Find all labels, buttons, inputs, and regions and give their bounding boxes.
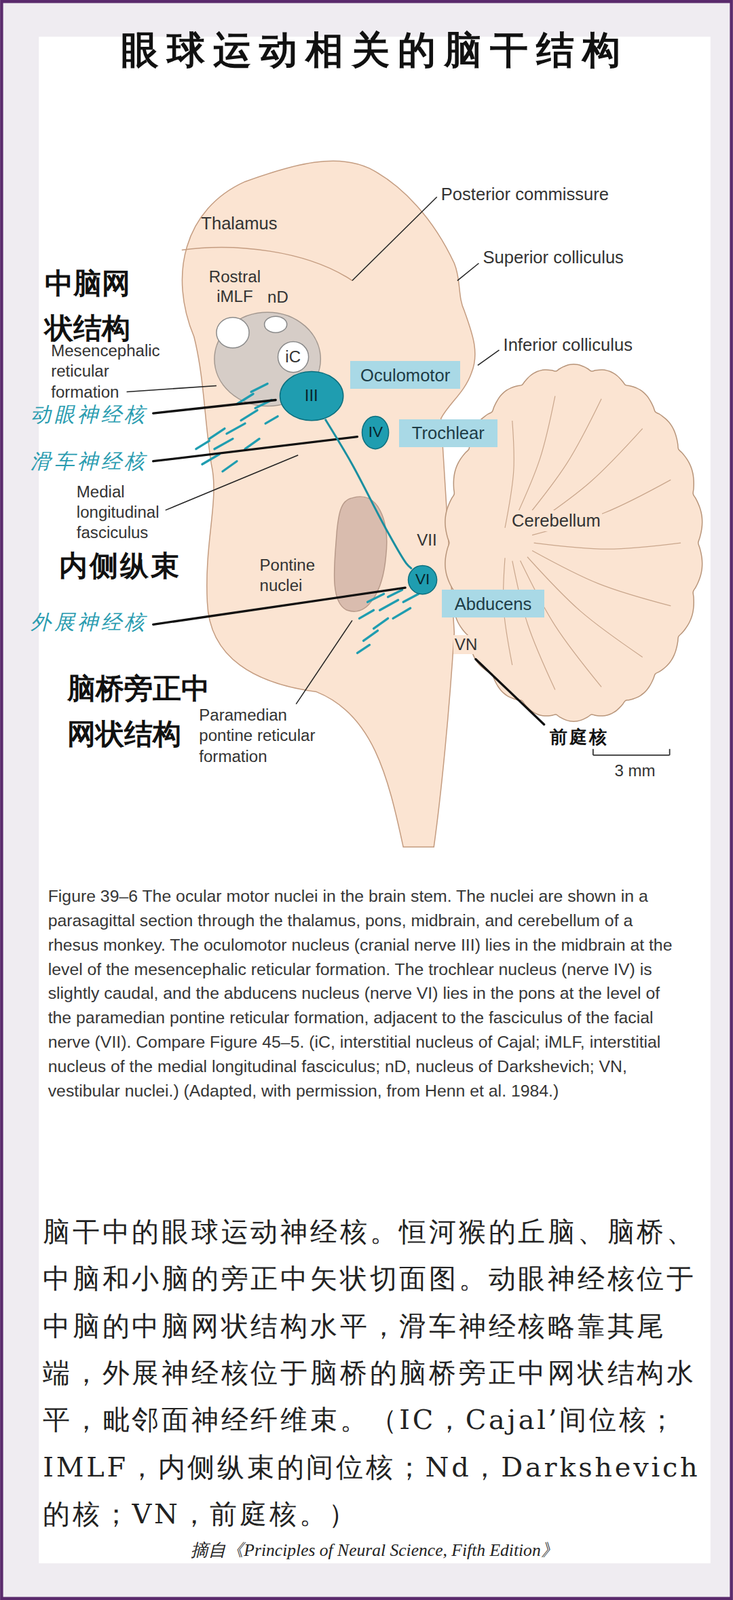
region-label: Paramedian pontine reticular formation xyxy=(198,705,327,767)
fiber xyxy=(196,441,210,450)
imlf-nucleus xyxy=(216,317,250,349)
chinese-label: 滑车神经核 xyxy=(30,449,148,474)
thin-leader-lines xyxy=(126,196,500,704)
leader-lines xyxy=(153,400,545,725)
leader-line xyxy=(165,455,298,511)
leader-line xyxy=(352,196,438,281)
scale-tick xyxy=(592,749,594,756)
name-box: Abducens xyxy=(441,589,544,618)
node-outline xyxy=(408,565,438,594)
fiber xyxy=(359,610,374,619)
figure-caption: Figure 39–6 The ocular motor nuclei in t… xyxy=(48,884,686,1105)
node-text: iC xyxy=(285,348,301,366)
region-label: Superior colliculus xyxy=(482,247,624,269)
brainstem-outline xyxy=(181,160,475,848)
leader-line xyxy=(477,350,500,366)
thalamus-boundary xyxy=(181,247,353,281)
nucleus-circle: iC xyxy=(276,340,310,374)
fiber xyxy=(245,439,260,450)
fiber xyxy=(363,630,378,641)
fiber xyxy=(209,428,225,440)
nucleus-label: VN xyxy=(453,635,479,655)
nerve-label: VII xyxy=(415,530,438,551)
nucleus-oval: IV xyxy=(361,415,390,450)
scale-tick xyxy=(669,749,671,756)
fiber xyxy=(214,439,233,450)
nucleus-label: nD xyxy=(267,287,289,308)
node-outline xyxy=(362,416,389,450)
region-label: Thalamus xyxy=(200,213,277,235)
chinese-label: 脑桥旁正中网状结构 xyxy=(67,665,221,758)
node-text: VI xyxy=(415,571,430,589)
region-label: Cerebellum xyxy=(510,510,603,532)
fiber xyxy=(373,618,389,629)
cerebellum-folium xyxy=(532,550,671,606)
cerebellum-folium xyxy=(520,560,603,687)
fiber xyxy=(240,410,258,421)
node-outline xyxy=(279,371,343,421)
nd-nucleus xyxy=(264,316,288,333)
node-outline xyxy=(277,342,309,373)
chinese-label: 前庭核 xyxy=(548,726,611,748)
cerebellum-folium xyxy=(527,557,643,658)
chinese-caption: 脑干中的眼球运动神经核。恒河猴的丘脑、脑桥、中脑和小脑的旁正中矢状切面图。动眼神… xyxy=(42,1208,705,1538)
leader-line xyxy=(126,385,217,392)
region-label: Mesencephalic reticular formation xyxy=(50,340,169,402)
title: 眼球运动相关的脑干结构 xyxy=(38,27,711,74)
cerebellum-folium xyxy=(534,542,681,550)
fiber xyxy=(367,593,385,603)
region-label: Medial longitudinal fasciculus xyxy=(76,481,179,543)
fiber xyxy=(403,593,419,603)
chinese-label: 中脑网状结构 xyxy=(44,261,142,351)
leader-line xyxy=(153,437,358,462)
nucleus-oval: VI xyxy=(407,564,438,596)
leader-line xyxy=(295,620,353,704)
reticular-region xyxy=(214,312,321,406)
fiber xyxy=(251,383,268,392)
fiber xyxy=(222,461,237,472)
leader-line xyxy=(457,263,480,281)
cerebellum-folium xyxy=(512,561,556,691)
chinese-label: 外展神经核 xyxy=(30,610,148,635)
node-text: IV xyxy=(368,424,383,442)
scale-label: 3 mm xyxy=(614,761,656,782)
nucleus-oval: III xyxy=(278,370,345,422)
cerebellum-folium xyxy=(512,396,556,526)
name-box: Trochlear xyxy=(399,419,497,448)
scale-line xyxy=(593,754,670,757)
nucleus-label: Rostral iMLF xyxy=(202,267,267,307)
chinese-label: 内侧纵束 xyxy=(59,549,182,584)
region-label: Inferior colliculus xyxy=(503,334,633,356)
cerebellum-folium xyxy=(520,399,603,526)
chinese-label: 动眼神经核 xyxy=(30,402,148,427)
region-label: Pontine nuclei xyxy=(258,555,329,596)
name-box: Oculomotor xyxy=(350,361,461,389)
node-text: Abducens xyxy=(454,594,533,614)
frame-ground xyxy=(3,3,731,1598)
leader-line xyxy=(475,659,545,725)
scale-bar xyxy=(593,749,670,756)
region-label: Posterior commissure xyxy=(441,183,609,205)
source-note: 摘自《Principles of Neural Science, Fifth E… xyxy=(38,1540,711,1562)
fiber xyxy=(392,608,411,619)
node-text: Trochlear xyxy=(411,423,485,443)
leader-line xyxy=(153,400,276,415)
fiber xyxy=(356,644,370,653)
node-text: III xyxy=(304,386,319,405)
fiber xyxy=(265,416,278,425)
panel xyxy=(38,36,711,1564)
fiber xyxy=(380,599,399,611)
fiber xyxy=(226,423,246,434)
node-text: Oculomotor xyxy=(360,365,450,385)
